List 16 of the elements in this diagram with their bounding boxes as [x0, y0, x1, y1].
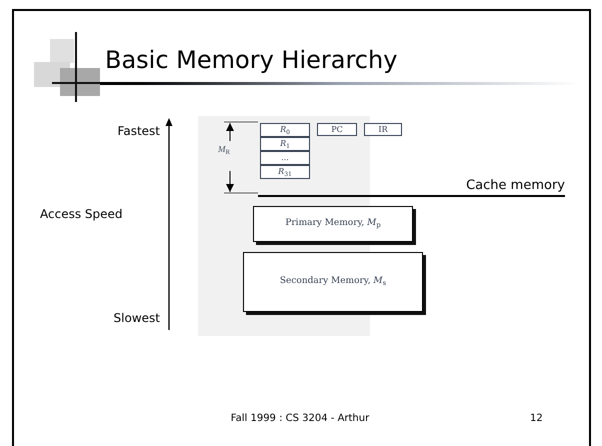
memory-box: Secondary Memory, M$_{s}$ — [243, 252, 423, 312]
dimension-label: M$_{R}$ — [218, 144, 230, 156]
register-box: PC — [317, 123, 357, 136]
register-box: ... — [260, 151, 310, 165]
page-number: 12 — [530, 413, 544, 426]
line-label: Cache memory — [465, 178, 565, 194]
register-box: IR — [364, 123, 402, 136]
footer-text: Fall 1999 : CS 3204 - Arthur — [230, 413, 370, 426]
register-box: R$_{31}$ — [260, 165, 310, 179]
axis-label: Access Speed — [40, 207, 124, 222]
axis-label: Fastest — [116, 124, 160, 139]
register-box: R$_{1}$ — [260, 137, 310, 151]
slide-title: Basic Memory Hierarchy — [105, 48, 398, 72]
memory-box: Primary Memory, M$_{p}$ — [253, 206, 413, 242]
register-box: R$_{0}$ — [260, 123, 310, 137]
axis-label: Slowest — [112, 311, 160, 326]
